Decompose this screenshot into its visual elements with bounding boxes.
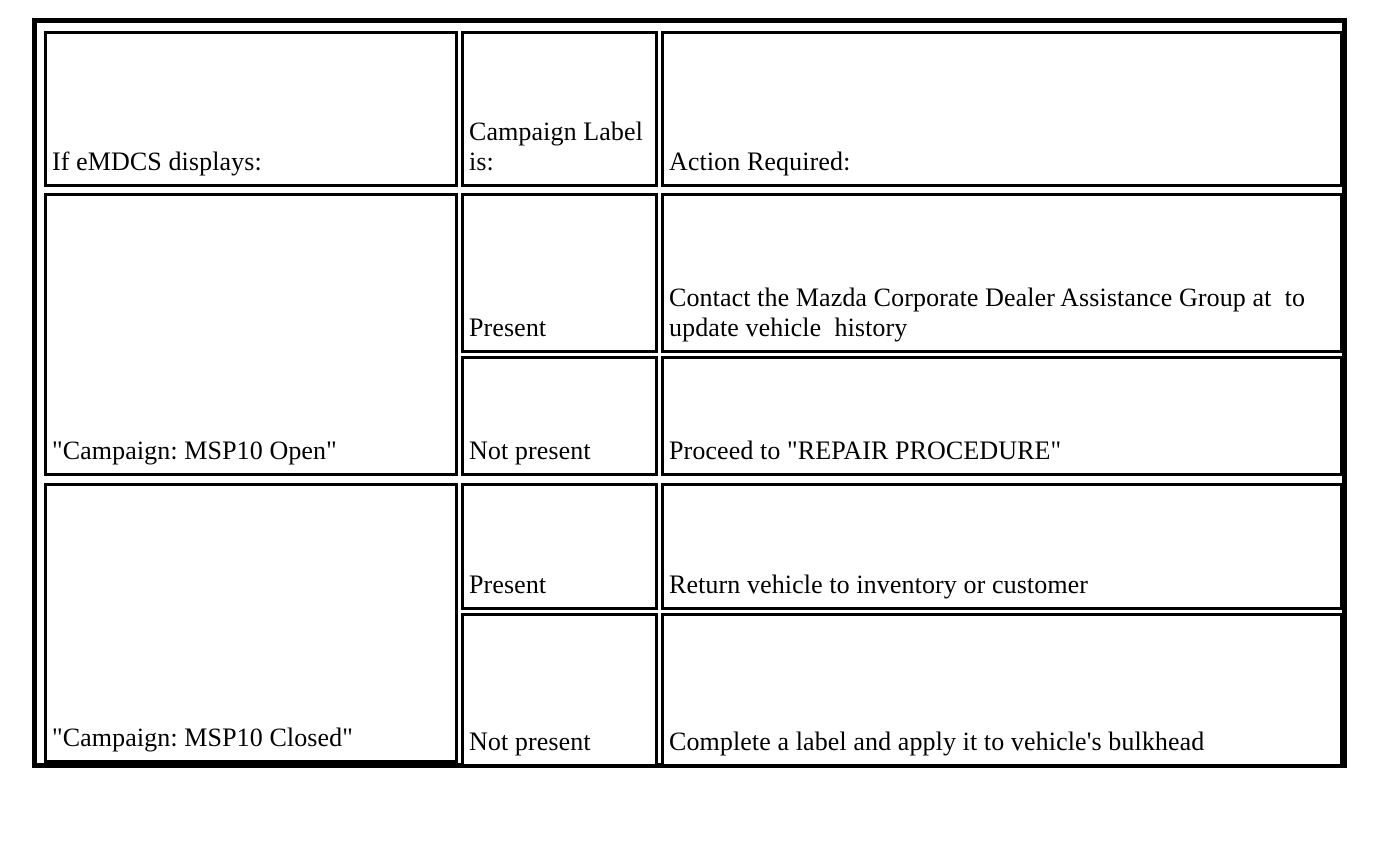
table-header-cell-label: Campaign Label is: [461,31,658,187]
label-cell-closed-not-present: Not present [461,613,658,767]
table-header-cell-condition: If eMDCS displays: [44,31,458,187]
table-header-cell-action: Action Required: [661,31,1343,187]
table-row: "Campaign: MSP10 Closed" [44,483,458,763]
label-cell-closed-present: Present [461,483,658,610]
label-value-not-present: Not present [469,727,591,757]
condition-value-msp10-open: "Campaign: MSP10 Open" [52,436,337,466]
action-value-return-vehicle: Return vehicle to inventory or customer [669,570,1089,600]
label-value-not-present: Not present [469,436,591,466]
action-cell-open-not-present: Proceed to "REPAIR PROCEDURE" [661,356,1343,476]
header-label-condition: If eMDCS displays: [52,147,262,177]
action-value-complete-label-bulkhead: Complete a label and apply it to vehicle… [669,727,1205,757]
header-label-campaign-label: Campaign Label is: [469,116,650,177]
label-value-present: Present [469,313,547,343]
decision-table: If eMDCS displays: Campaign Label is: Ac… [32,18,1347,768]
label-value-present: Present [469,570,547,600]
action-cell-open-present: Contact the Mazda Corporate Dealer Assis… [661,193,1343,353]
action-value-contact-dealer-assistance: Contact the Mazda Corporate Dealer Assis… [669,282,1312,343]
table-row: "Campaign: MSP10 Open" [44,193,458,476]
condition-value-msp10-closed: "Campaign: MSP10 Closed" [52,723,353,753]
action-cell-closed-present: Return vehicle to inventory or customer [661,483,1343,610]
action-value-proceed-repair-procedure: Proceed to "REPAIR PROCEDURE" [669,436,1062,466]
label-cell-open-not-present: Not present [461,356,658,476]
label-cell-open-present: Present [461,193,658,353]
table-grid: If eMDCS displays: Campaign Label is: Ac… [40,27,1343,767]
action-cell-closed-not-present: Complete a label and apply it to vehicle… [661,613,1343,767]
header-label-action: Action Required: [669,147,851,177]
